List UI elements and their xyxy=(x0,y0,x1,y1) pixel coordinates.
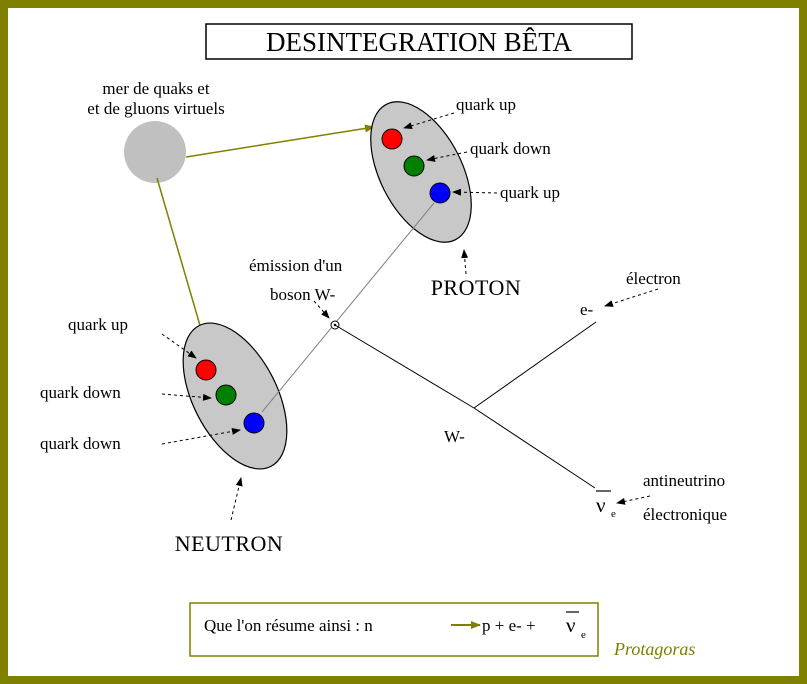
electron-label: électron xyxy=(626,269,681,288)
title-text: DESINTEGRATION BÊTA xyxy=(266,27,573,57)
proton-name-pointer xyxy=(461,249,469,275)
w-boson-label: W- xyxy=(444,427,465,446)
neutron-quark-up xyxy=(195,359,217,381)
proton-quark-up-2 xyxy=(429,182,451,204)
neutron-quark-pointer-2 xyxy=(161,393,212,401)
proton-quark-pointer-2 xyxy=(426,151,468,162)
electron-pointer xyxy=(604,288,659,307)
proton-quark-pointer-3 xyxy=(452,188,498,196)
neutron-quark-pointer-1 xyxy=(161,333,197,359)
neutron-quark-label-3: quark down xyxy=(40,434,121,453)
electron-line xyxy=(473,321,597,409)
antineutrino-line xyxy=(473,407,596,489)
sea-to-neutron-arrow xyxy=(156,177,208,347)
neutron-quark-down-2 xyxy=(243,412,265,434)
title-box xyxy=(205,23,633,60)
summary-suffix: p + e- + xyxy=(482,616,536,635)
proton-quark-label-3: quark up xyxy=(500,183,560,202)
neutron-quark-pointer-3 xyxy=(161,427,241,445)
summary-nu-symbol: ν xyxy=(566,613,576,637)
quark-transition-line xyxy=(261,202,435,413)
antineutrino-label-line-2: électronique xyxy=(643,505,727,524)
sea-label-line-1: mer de quaks et xyxy=(102,79,209,98)
neutron-name-pointer xyxy=(230,477,243,521)
signature: Protagoras xyxy=(613,639,695,659)
emission-label-line-2: boson W- xyxy=(270,285,336,304)
antineutrino-pointer xyxy=(616,495,651,505)
proton-quark-pointer-1 xyxy=(403,112,455,130)
quark-sea-blob xyxy=(124,121,186,183)
proton-quark-down xyxy=(403,155,425,177)
w-boson-line xyxy=(334,324,475,409)
summary-box xyxy=(189,602,599,657)
emission-pointer xyxy=(313,300,330,319)
proton-quark-up-1 xyxy=(381,128,403,150)
proton-quark-label-1: quark up xyxy=(456,95,516,114)
neutron-name: NEUTRON xyxy=(175,531,284,556)
summary-prefix: Que l'on résume ainsi : n xyxy=(204,616,373,635)
emission-label-line-1: émission d'un xyxy=(249,256,343,275)
antineutrino-symbol: ν xyxy=(596,493,606,517)
neutron-quark-label-2: quark down xyxy=(40,383,121,402)
antineutrino-label-line-1: antineutrino xyxy=(643,471,725,490)
sea-label-line-2: et de gluons virtuels xyxy=(87,99,224,118)
proton-quark-label-2: quark down xyxy=(470,139,551,158)
neutron-quark-down-1 xyxy=(215,384,237,406)
neutron-quark-label-1: quark up xyxy=(68,315,128,334)
antineutrino-subscript: e xyxy=(611,508,616,520)
electron-symbol: e- xyxy=(580,300,594,319)
summary-nu-subscript: e xyxy=(581,629,586,641)
proton-name: PROTON xyxy=(431,275,522,300)
sea-to-proton-arrow xyxy=(185,124,375,158)
